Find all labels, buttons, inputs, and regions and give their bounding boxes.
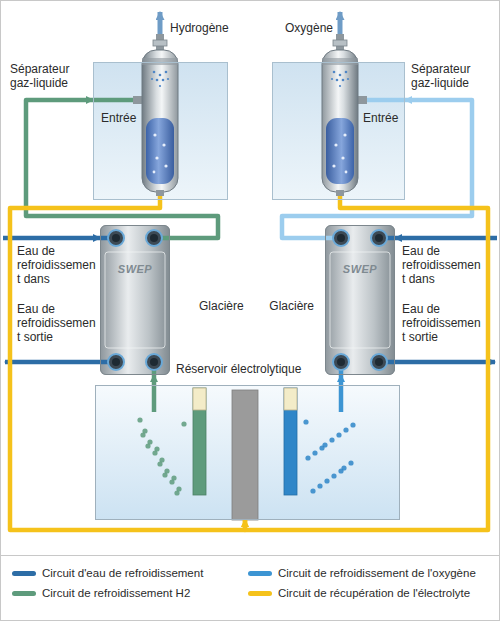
legend-swatch (12, 571, 36, 576)
water-label: Eau de refroidissement dans (402, 244, 484, 286)
legend-swatch (12, 591, 36, 596)
brand-mark: SWEP (118, 262, 152, 276)
node-heading: Séparateur gaz-liquide (10, 62, 90, 90)
gas-outlet-label: Oxygène (285, 21, 333, 35)
water-label: Eau de refroidissement dans (17, 244, 97, 286)
legend-item: Circuit de refroidissement de l'oxygène (248, 566, 476, 580)
legend-swatch (248, 591, 272, 596)
legend-text: Circuit de refroidissement H2 (42, 586, 190, 600)
legend-text: Circuit de refroidissement de l'oxygène (278, 566, 476, 580)
legend-item: Circuit de récupération de l'électrolyte (248, 586, 470, 600)
node-heading: Glacière (199, 299, 244, 313)
pipe-connector (339, 375, 344, 385)
heat-exchanger-plate: Glacière (100, 225, 170, 375)
legend-item: Circuit d'eau de refroidissement (12, 566, 203, 580)
node-heading: Réservoir électrolytique (176, 362, 301, 376)
legend-text: Circuit d'eau de refroidissement (42, 566, 203, 580)
legend-text: Circuit de récupération de l'électrolyte (278, 586, 470, 600)
inlet-label: Entrée (363, 111, 398, 125)
gas-outlet-label: Hydrogène (170, 21, 229, 35)
water-label: Eau de refroidissement sortie (402, 302, 484, 344)
pipe-connector (282, 100, 472, 238)
pipe-connector (26, 100, 218, 238)
node-heading: Glacière (269, 299, 314, 313)
brand-mark: SWEP (343, 262, 377, 276)
heat-exchanger-plate: Glacière (325, 225, 395, 375)
pipe-connector (152, 375, 157, 385)
separator-box: Séparateur gaz-liquideEntrée (93, 62, 228, 200)
legend-item: Circuit de refroidissement H2 (12, 586, 190, 600)
electrolytic-tank: Réservoir électrolytique (95, 385, 400, 520)
node-heading: Séparateur gaz-liquide (411, 62, 495, 90)
water-label: Eau de refroidissement sortie (17, 302, 97, 344)
inlet-label: Entrée (101, 111, 136, 125)
legend-swatch (248, 571, 272, 576)
separator-box: Séparateur gaz-liquideEntrée (272, 62, 405, 200)
